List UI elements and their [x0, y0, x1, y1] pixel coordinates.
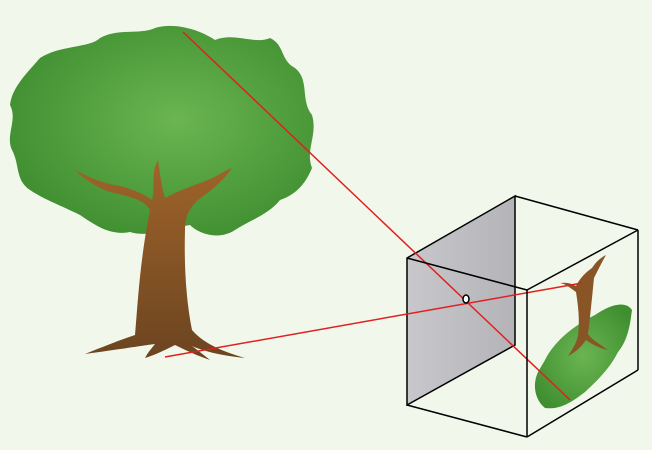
inverted-trunk: [560, 255, 608, 356]
box-edge: [526, 229, 639, 291]
camera-box: [406, 194, 639, 407]
pinhole: [462, 294, 470, 304]
box-edge: [406, 257, 528, 291]
box-edge: [526, 369, 639, 438]
box-edge: [406, 404, 528, 438]
ray-bottom-to-top: [164, 282, 583, 358]
camera-box-front: [406, 229, 639, 438]
pinhole-panel: [406, 194, 516, 407]
tree: [9, 25, 314, 360]
inverted-tree-image: [534, 255, 632, 409]
tree-trunk: [75, 160, 245, 360]
box-edge: [514, 195, 639, 231]
inverted-canopy: [534, 304, 632, 409]
light-rays: [164, 31, 583, 401]
ray-top-to-bottom: [182, 31, 571, 401]
tree-canopy: [9, 25, 314, 236]
